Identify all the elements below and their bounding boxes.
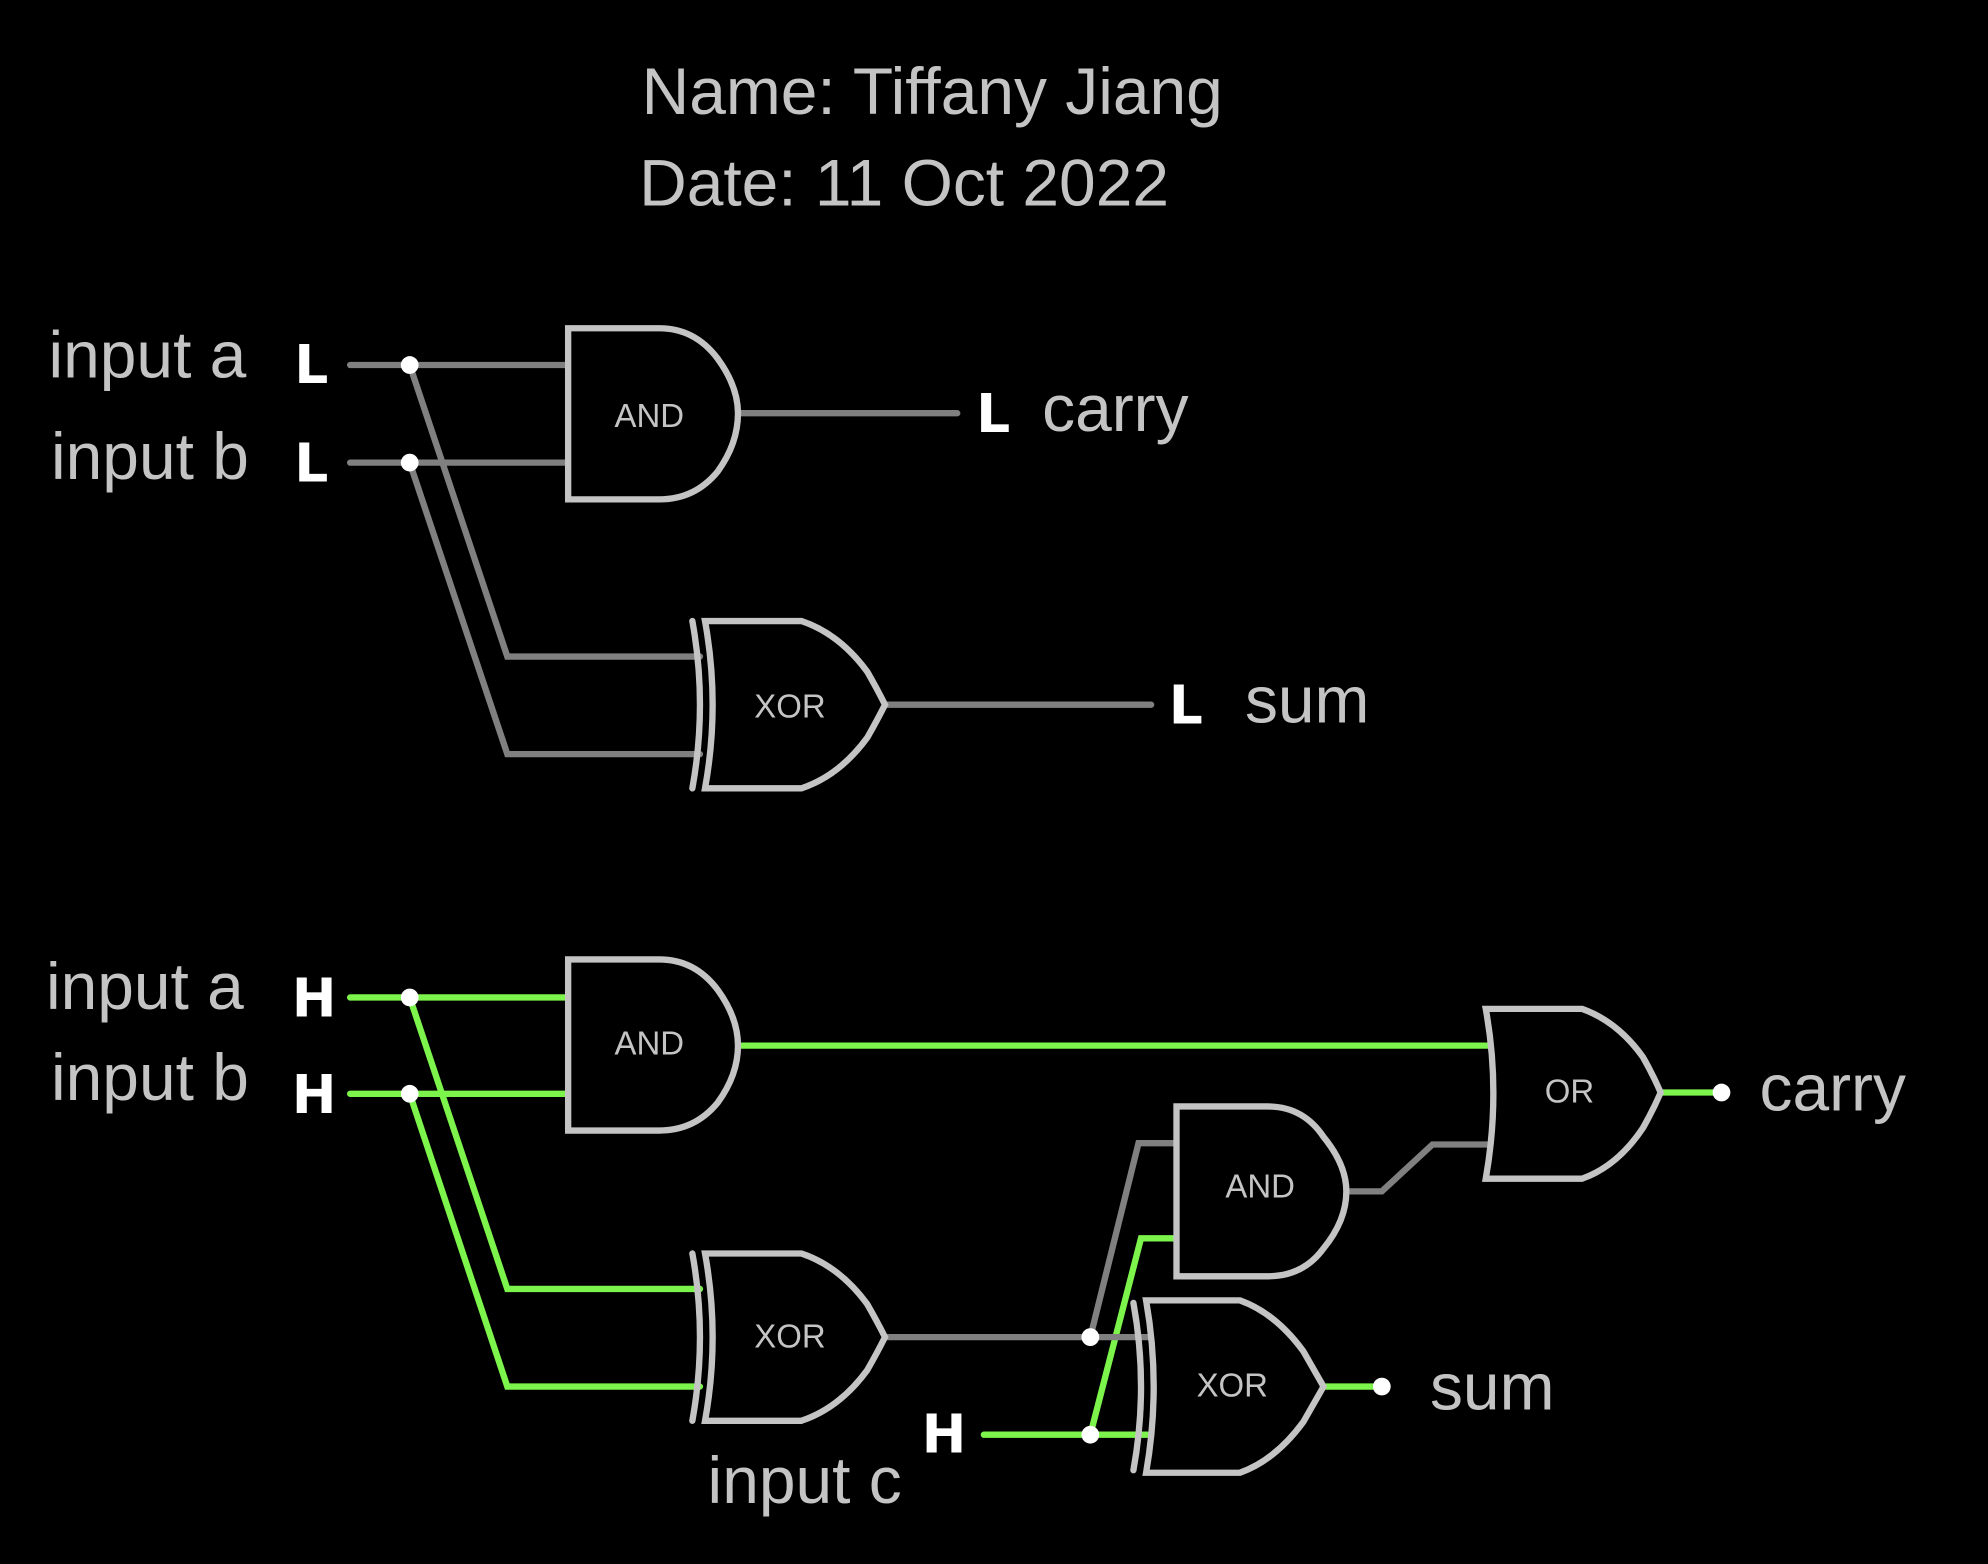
full-adder-wires <box>346 994 1725 1438</box>
wire-a-to-xor <box>406 994 704 1293</box>
xor-gate[interactable]: XOR <box>1130 1297 1328 1476</box>
carry-level: L <box>976 383 1010 445</box>
wire-c-to-and2 <box>1087 1235 1180 1438</box>
sum-level: L <box>1169 675 1203 737</box>
half-adder-wires <box>346 361 1155 758</box>
input-a-label: input a <box>46 949 244 1023</box>
gate-label: XOR <box>754 687 825 724</box>
gate-label: OR <box>1545 1073 1594 1110</box>
full-adder: AND XOR AND XOR OR input a H input b H <box>46 949 1906 1517</box>
wire-b-to-xor <box>406 459 704 758</box>
and-gate[interactable]: AND <box>1173 1103 1350 1280</box>
input-b-label: input b <box>51 1040 249 1114</box>
input-c-level: H <box>922 1403 967 1465</box>
wire-a-to-xor <box>406 361 704 660</box>
junction-node <box>400 356 419 374</box>
gate-label: AND <box>1225 1168 1295 1205</box>
sum-label: sum <box>1245 662 1369 736</box>
and-gate[interactable]: AND <box>564 325 742 503</box>
gate-label: AND <box>614 397 684 434</box>
wire-b-to-xor <box>406 1090 704 1390</box>
input-b-level: H <box>292 1064 337 1126</box>
half-adder: AND XOR input a L input b L L carry L su… <box>49 318 1369 792</box>
or-gate[interactable]: OR <box>1481 1005 1665 1182</box>
gate-label: XOR <box>754 1317 825 1354</box>
gate-label: XOR <box>1197 1367 1268 1404</box>
xor-gate[interactable]: XOR <box>689 1250 889 1424</box>
carry-label: carry <box>1760 1050 1906 1124</box>
junction-node <box>400 988 419 1007</box>
wire-and2-to-or <box>1343 1141 1494 1195</box>
carry-label: carry <box>1042 371 1188 445</box>
input-b-label: input b <box>51 419 249 493</box>
input-a-level: L <box>294 334 328 396</box>
input-b-level: L <box>294 433 328 495</box>
input-a-level: H <box>292 967 337 1029</box>
wire-xor1-to-and2 <box>1087 1140 1180 1341</box>
input-a-label: input a <box>49 318 247 392</box>
gate-label: AND <box>614 1024 684 1061</box>
junction-node <box>400 453 419 472</box>
junction-node <box>400 1084 419 1103</box>
name-line: Name: Tiffany Jiang <box>642 54 1223 128</box>
xor-gate[interactable]: XOR <box>689 617 889 792</box>
input-c-label: input c <box>708 1443 902 1517</box>
junction-node <box>1081 1328 1100 1347</box>
junction-node <box>1081 1425 1100 1444</box>
and-gate[interactable]: AND <box>564 956 742 1134</box>
output-node-carry <box>1712 1083 1731 1102</box>
date-line: Date: 11 Oct 2022 <box>639 145 1169 219</box>
output-node-sum <box>1372 1377 1391 1396</box>
sum-label: sum <box>1430 1349 1554 1423</box>
